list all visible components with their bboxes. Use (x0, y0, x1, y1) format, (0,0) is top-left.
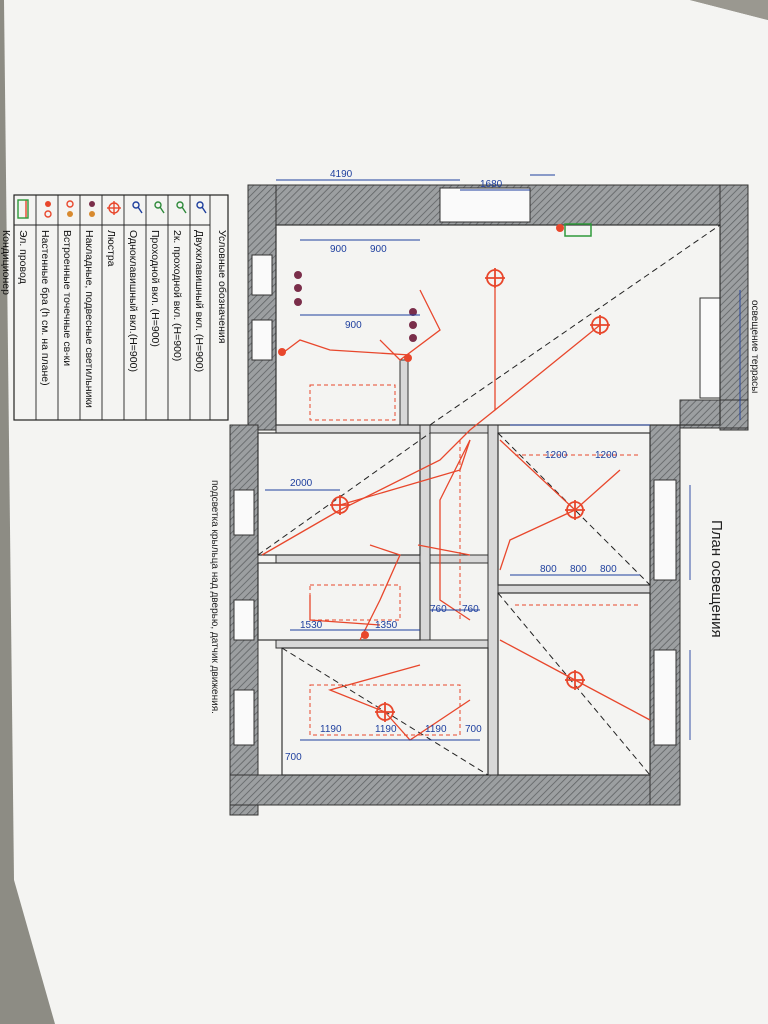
dimension-label-1350: 1350 (375, 620, 398, 631)
legend-item-label: Эл. провод (17, 230, 29, 284)
legend-icons (17, 199, 207, 219)
chandelier-icon (107, 201, 121, 215)
terrace-note: освещение террасы (749, 300, 760, 393)
dimension-label-4190: 4190 (330, 169, 353, 180)
wall-sconces (278, 224, 564, 639)
dimension-label-1200a: 1200 (545, 450, 568, 461)
dimension-label-800b: 800 (570, 564, 587, 575)
legend-title: Условные обозначения (216, 230, 228, 343)
chandelier-icon (330, 495, 350, 515)
wall-sconce-icon (44, 201, 52, 218)
single-switch-icon (132, 201, 143, 214)
dimension-label-800a: 800 (540, 564, 557, 575)
legend-item-label: Двухклавишный вкл. (H=900) (193, 230, 205, 372)
dimension-label-1680: 1680 (480, 179, 503, 190)
dimension-label-1200b: 1200 (595, 450, 618, 461)
room-outlines (257, 224, 721, 776)
dimension-label-1190b: 1190 (375, 724, 397, 735)
surface-lamp-icon (89, 201, 95, 217)
dimension-label-900c: 900 (345, 320, 362, 331)
paper-sheet (4, 0, 768, 1024)
chandeliers (330, 268, 610, 722)
passthrough-switch-icon (154, 201, 165, 214)
legend-item-label: Накладные, подвесные светильники (83, 230, 95, 408)
legend-box: Условные обозначения Двухклавишный вкл. … (13, 194, 229, 421)
chandelier-icon (375, 702, 395, 722)
dimension-label-1190a: 1190 (320, 724, 342, 735)
dimension-label-800c: 800 (600, 564, 617, 575)
spot-light-rows (309, 384, 640, 736)
chandelier-icon (590, 315, 610, 335)
drawing-labels: 4190 1680 900 900 900 700 1190 1190 1190… (285, 169, 618, 763)
double-switch-icon (196, 201, 207, 214)
legend-item-label: Проходной вкл. (H=900) (149, 230, 161, 347)
surface-lamps (294, 271, 417, 342)
legend-item-label: Люстра (105, 230, 117, 267)
chandelier-icon (485, 268, 505, 288)
chandelier-icon (565, 500, 585, 520)
legend-item-label: Одноклавишный вкл.(H=900) (127, 230, 139, 372)
windows (233, 187, 721, 746)
dimension-lines (265, 174, 741, 741)
legend-item-label: 2к. проходной вкл. (H=900) (171, 230, 183, 361)
dimension-label-700a: 700 (285, 752, 302, 763)
dimension-label-1530: 1530 (300, 620, 323, 631)
door-note: подсветка крыльца над дверью, датчик дви… (209, 480, 220, 714)
dimension-label-900b: 900 (370, 244, 387, 255)
recessed-spot-icon (66, 200, 74, 217)
dimension-label-1190c: 1190 (425, 724, 447, 735)
air-conditioner-icon (17, 199, 29, 219)
dimension-label-760a: 760 (430, 604, 447, 615)
plan-title: План освещения (708, 520, 725, 638)
dimension-label-2000: 2000 (290, 478, 313, 489)
dimension-label-760b: 760 (462, 604, 479, 615)
legend-item-label: Настенные бра (h см. на плане) (39, 230, 51, 386)
legend-item-label: Кондиционер (0, 230, 12, 295)
double-passthrough-switch-icon (176, 201, 187, 214)
chandelier-icon (565, 670, 585, 690)
legend-item-label: Встроенные точечные св-ки (61, 230, 73, 366)
air-conditioner-icon (564, 223, 592, 237)
dimension-label-700b: 700 (465, 724, 482, 735)
dimension-label-900a: 900 (330, 244, 347, 255)
